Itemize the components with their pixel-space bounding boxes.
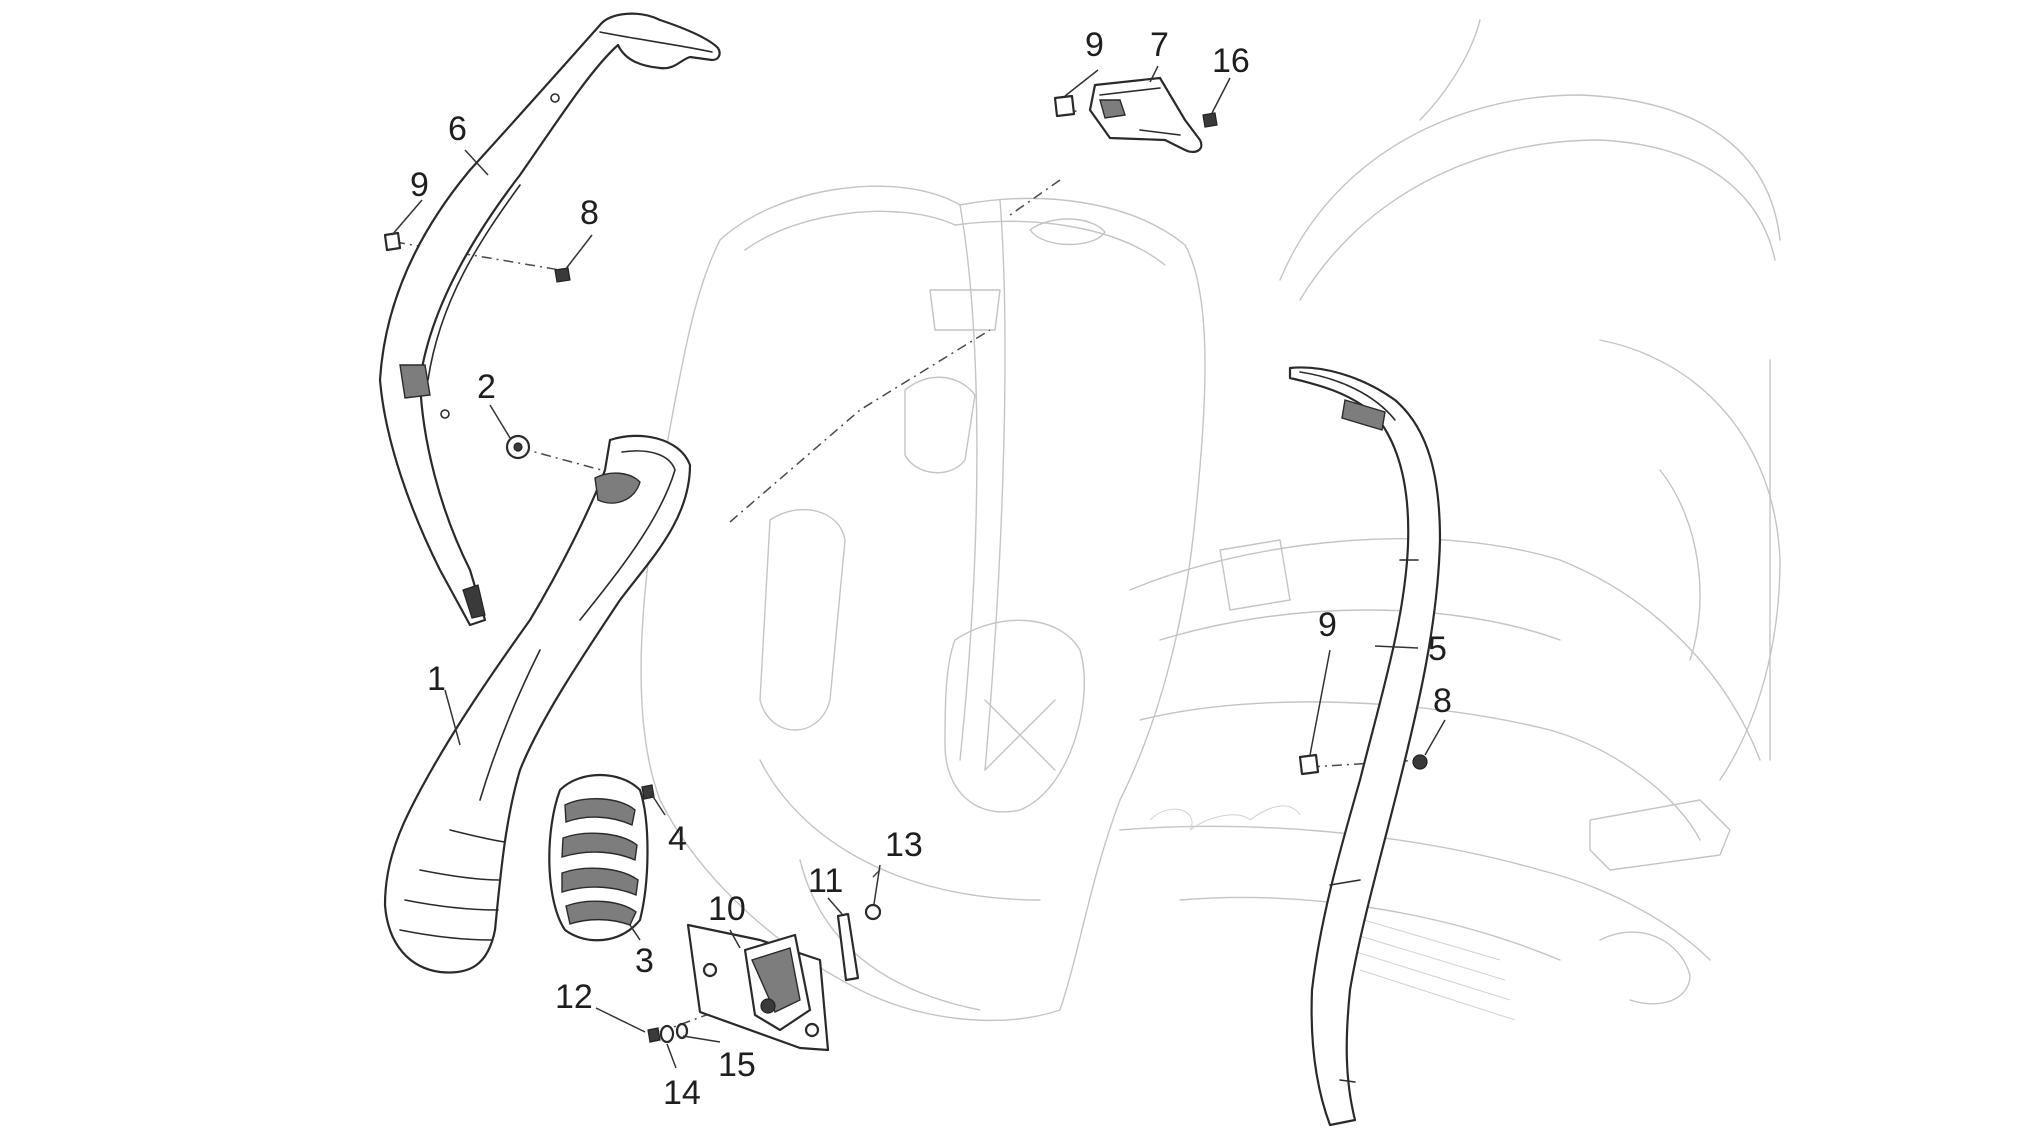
washer-14 [659, 1024, 675, 1044]
callout-9-left: 9 [410, 166, 429, 204]
clip-9-top [1053, 94, 1076, 118]
callout-9-right: 9 [1318, 606, 1337, 644]
callout-12: 12 [555, 978, 593, 1016]
callout-1: 1 [427, 660, 446, 698]
fasteners [383, 94, 1428, 1044]
part-6-shield-trim [378, 12, 721, 627]
scooter-body-outline [640, 19, 1781, 1022]
callout-10: 10 [708, 890, 746, 928]
callout-6: 6 [448, 110, 467, 148]
clip-9-right [1298, 753, 1320, 776]
callout-leaders [391, 65, 1446, 1069]
callout-8-right: 8 [1433, 682, 1452, 720]
callout-8-left: 8 [580, 194, 599, 232]
part-10-plate-holder [686, 923, 830, 1052]
callout-3: 3 [635, 942, 654, 980]
screw-4 [641, 784, 655, 800]
callout-15: 15 [718, 1046, 756, 1084]
callout-7: 7 [1150, 26, 1169, 64]
part-1-horn-cover [383, 434, 692, 974]
callout-9-top: 9 [1085, 26, 1104, 64]
callout-4: 4 [668, 820, 687, 858]
callout-5: 5 [1428, 630, 1447, 668]
part-3-grille [548, 773, 649, 942]
callout-14: 14 [663, 1074, 701, 1112]
screw-12 [647, 1027, 661, 1043]
part-11-strip [836, 912, 860, 982]
callout-13: 13 [885, 826, 923, 864]
nut-15 [675, 1022, 689, 1040]
part-7-bracket [1088, 76, 1203, 154]
nut-13 [864, 903, 882, 921]
part-5-shield-trim [1288, 366, 1442, 1127]
callout-labels: 1 2 3 4 5 6 7 8 8 9 9 9 10 11 12 13 14 1… [410, 26, 1452, 1112]
callout-11: 11 [808, 862, 843, 900]
screw-16 [1202, 112, 1218, 128]
clip-9-left [383, 231, 402, 252]
assembly-dash-lines [394, 109, 1421, 1033]
callout-2: 2 [477, 368, 496, 406]
screw-8-left [554, 267, 571, 283]
screw-8-right [1412, 754, 1428, 770]
callout-16: 16 [1212, 42, 1250, 80]
